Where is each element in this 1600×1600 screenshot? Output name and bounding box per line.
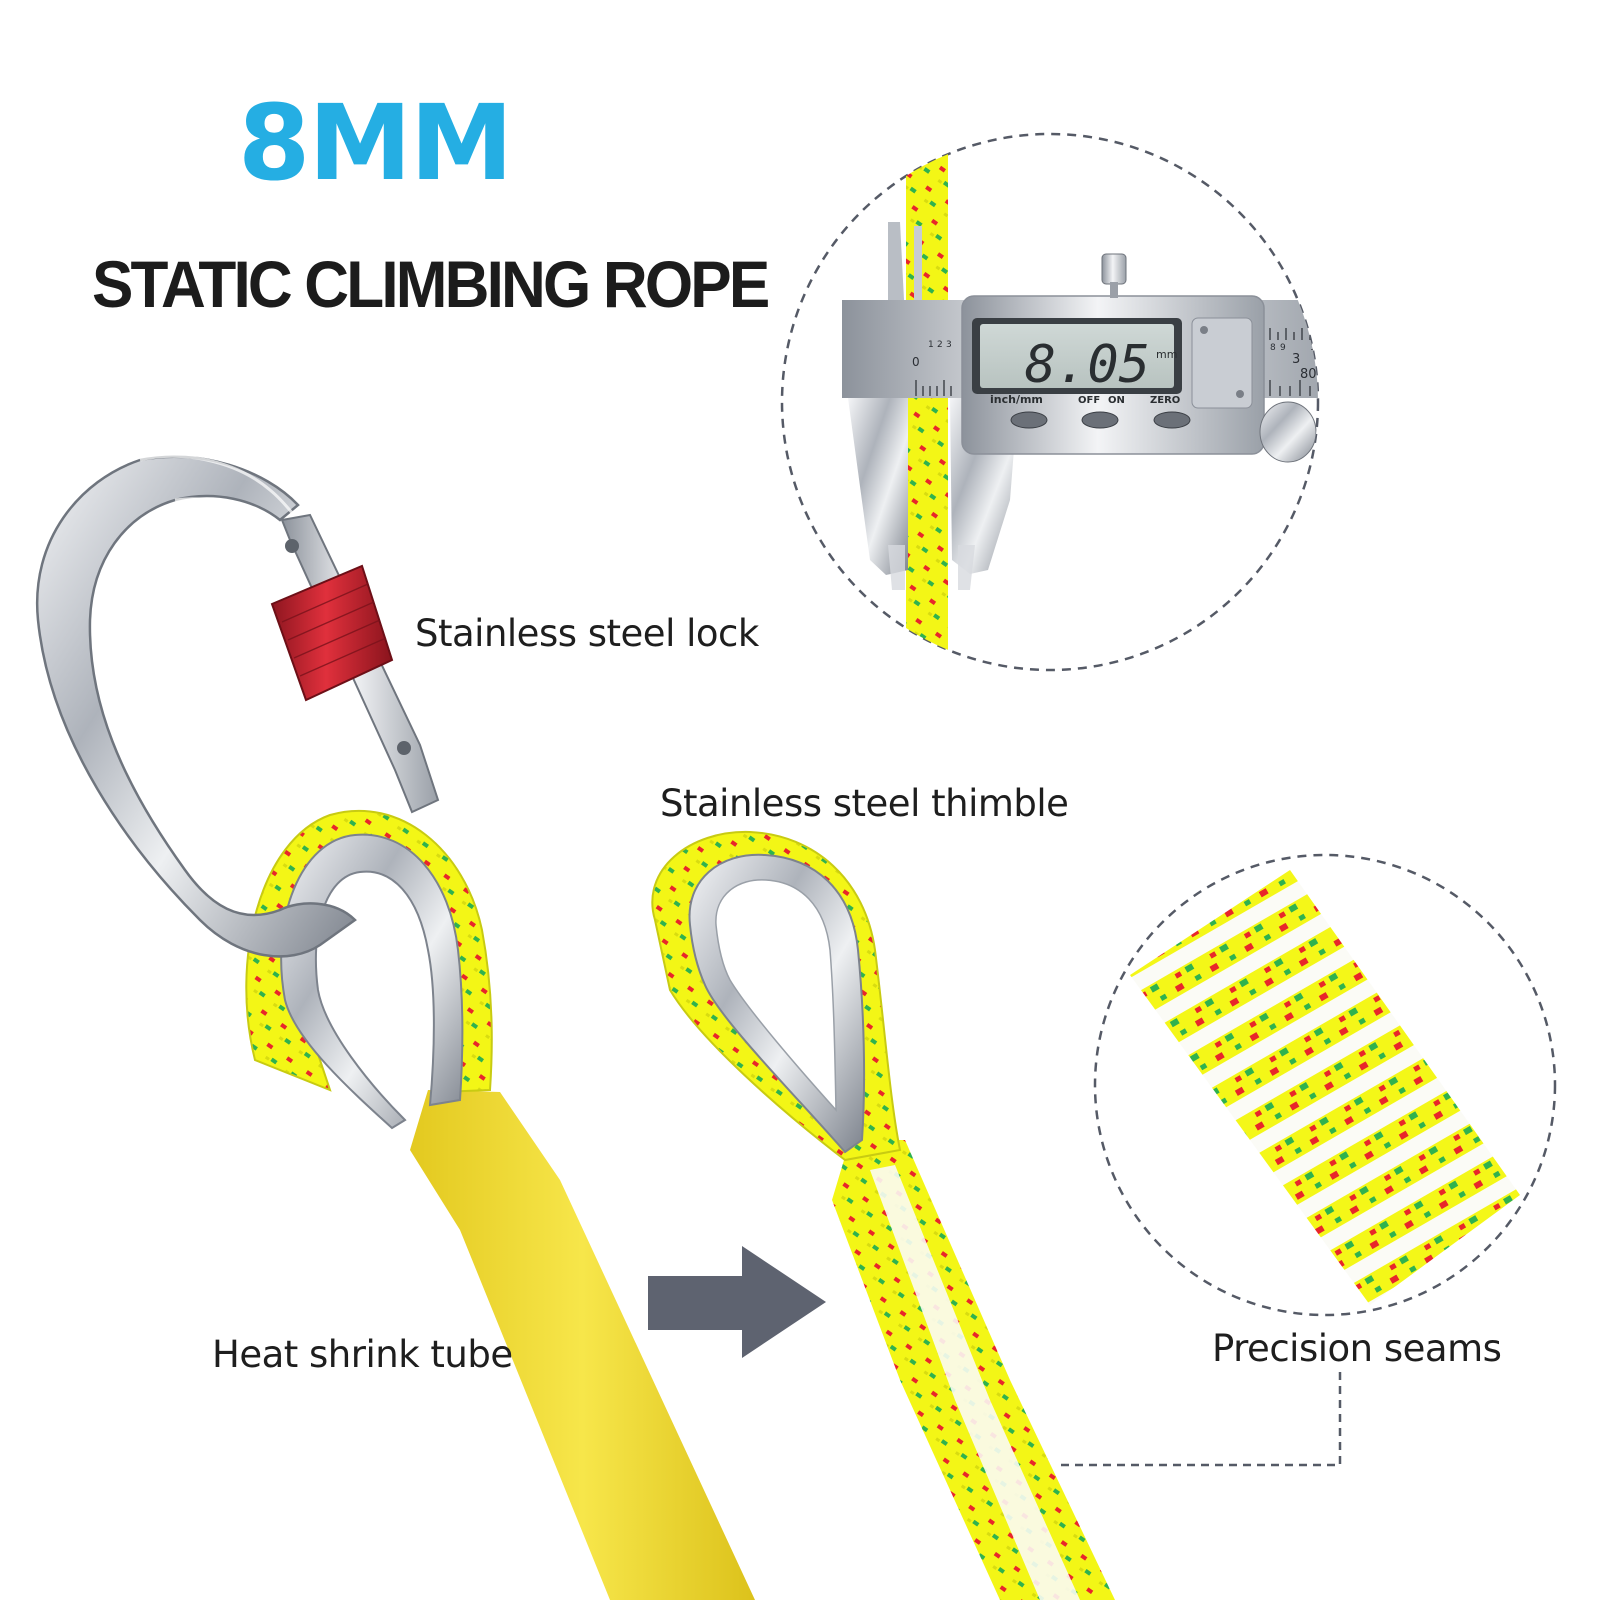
leader-line [1055, 1372, 1342, 1467]
lcd-reading: 8.05 [1025, 335, 1150, 395]
callout-stainless-lock: Stainless steel lock [415, 612, 759, 655]
arrow-icon [648, 1246, 826, 1358]
product-title: STATIC CLIMBING ROPE [92, 247, 770, 321]
caliper-measurement-inset: 0 1 2 3 8 9 1 3 80 8.05 mm inch/mm OFF O… [780, 132, 1320, 672]
lock-screw [1101, 253, 1127, 285]
scale-label: 9 [1280, 343, 1286, 353]
precision-seam-inset [1055, 853, 1557, 1467]
red-locking-sleeve [270, 564, 394, 702]
zero-button [1153, 411, 1191, 429]
scale-label: 2 [937, 340, 943, 350]
scale-label: 1 [1310, 343, 1316, 353]
caliper-fixed-jaw [848, 398, 908, 575]
scale-label: 8 [1270, 343, 1276, 353]
callout-precision-seams: Precision seams [1212, 1327, 1502, 1370]
caliper-upper-jaw [888, 222, 904, 300]
seam-closeup [1130, 870, 1520, 1305]
scale-label: 0 [912, 355, 920, 369]
gate-rivet [285, 539, 299, 553]
headline-size: 8MM [238, 82, 513, 204]
lcd-screen [980, 324, 1174, 388]
carabiner-frame [35, 455, 357, 958]
thimble-rope-assembly [651, 830, 1115, 1600]
off-on-button [1081, 411, 1119, 429]
thumb-wheel [1259, 401, 1317, 463]
callout-stainless-thimble: Stainless steel thimble [660, 782, 1069, 825]
inch-mm-label: inch/mm [990, 393, 1043, 406]
scale-label: 3 [1292, 352, 1300, 367]
steel-thimble [280, 833, 464, 1130]
carabiner-assembly [35, 454, 755, 1600]
measured-rope [906, 134, 948, 670]
scale-label: 3 [946, 340, 952, 350]
zero-label: ZERO [1150, 395, 1180, 406]
off-label: OFF [1078, 395, 1100, 406]
on-label: ON [1108, 395, 1125, 406]
gate-rivet [397, 741, 411, 755]
callout-heat-shrink-tube: Heat shrink tube [212, 1333, 513, 1376]
scale-label: 1 [928, 340, 934, 350]
inch-mm-button [1010, 411, 1048, 429]
scale-label: 80 [1300, 367, 1317, 382]
battery-cover [1191, 317, 1253, 409]
rope-seam-stitch [870, 1165, 1080, 1600]
lcd-unit: mm [1156, 348, 1177, 361]
heat-shrink-tube [410, 1090, 755, 1600]
